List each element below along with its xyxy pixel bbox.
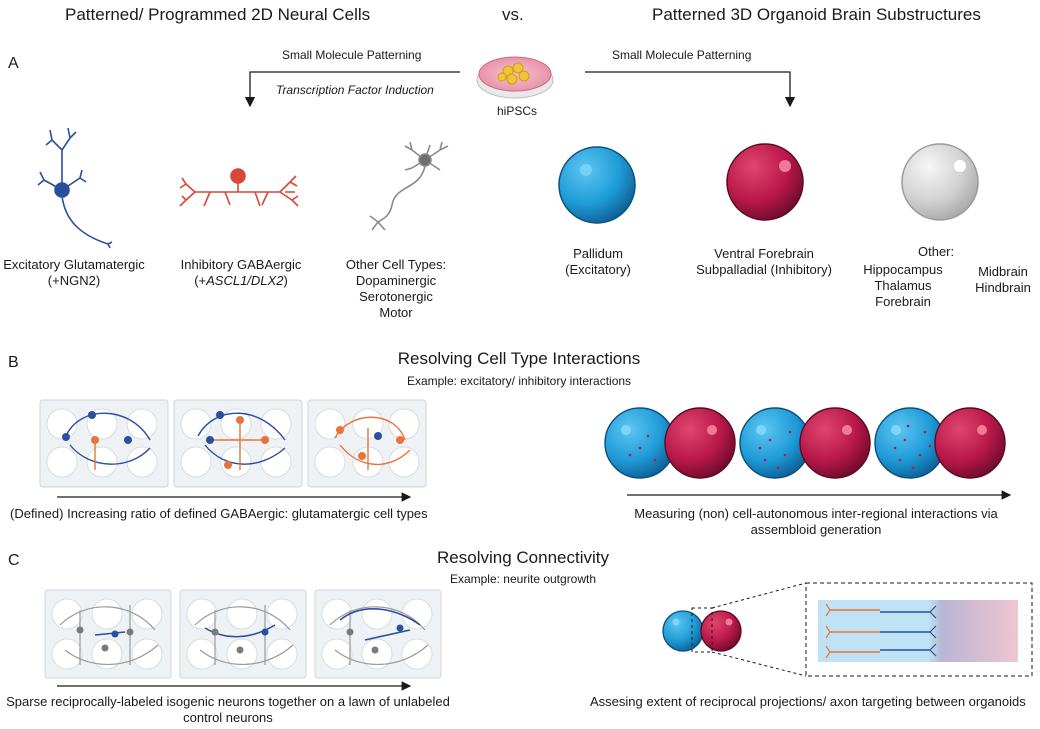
section-c-subtitle: Example: neurite outgrowth xyxy=(449,572,597,586)
other-neuron-icon xyxy=(369,141,449,231)
assembloid-red-dots xyxy=(628,424,932,470)
right-header-title: Patterned 3D Organoid Brain Substructure… xyxy=(652,5,981,24)
well-plate-c2 xyxy=(179,589,307,679)
well-plate-b2 xyxy=(173,399,303,488)
left-arrow-label-2: Transcription Factor Induction xyxy=(276,83,434,97)
hipsc-label: hiPSCs xyxy=(497,104,538,118)
assembloid-1 xyxy=(604,407,736,479)
hipsc-dish-icon xyxy=(476,56,554,99)
other-organoid xyxy=(901,143,979,221)
section-c-title: Resolving Connectivity xyxy=(437,548,609,567)
ventral-forebrain-label: Ventral Forebrain Subpalladial (Inhibito… xyxy=(696,246,832,277)
well-plate-b1 xyxy=(39,399,169,488)
assembloid-3 xyxy=(874,407,1006,479)
section-b-letter: B xyxy=(8,354,19,371)
section-c-left-caption: Sparse reciprocally-labeled isogenic neu… xyxy=(6,694,450,725)
right-patterning-arrow xyxy=(585,71,796,108)
excitatory-label: Excitatory Glutamatergic (+NGN2) xyxy=(3,257,145,288)
well-plate-b3 xyxy=(307,399,427,488)
well-plate-c1 xyxy=(44,589,172,679)
excitatory-neuron-icon xyxy=(37,127,113,249)
left-arrow-label: Small Molecule Patterning xyxy=(282,48,422,62)
assembloid-2 xyxy=(739,407,871,479)
right-arrow-label: Small Molecule Patterning xyxy=(612,48,752,62)
small-assembloid xyxy=(662,610,742,652)
section-b-left-caption: (Defined) Increasing ratio of defined GA… xyxy=(10,506,428,521)
left-patterning-arrow xyxy=(244,71,460,108)
section-c-right-caption: Assesing extent of reciprocal projection… xyxy=(590,694,1026,709)
inhibitory-neuron-icon xyxy=(179,168,299,207)
left-header-title: Patterned/ Programmed 2D Neural Cells xyxy=(65,5,371,24)
other-organoid-col2: Midbrain Hindbrain xyxy=(975,264,1031,295)
section-a-letter: A xyxy=(8,55,19,72)
zoom-inset xyxy=(805,582,1033,677)
other-cells-label: Other Cell Types: Dopaminergic Serotoner… xyxy=(345,257,447,320)
zoom-source-box xyxy=(691,607,713,653)
pallidum-organoid xyxy=(558,146,636,224)
well-plate-c3 xyxy=(314,589,442,679)
ventral-forebrain-organoid xyxy=(726,143,804,221)
vs-label: vs. xyxy=(502,5,524,24)
other-organoid-col1: Hippocampus Thalamus Forebrain xyxy=(863,262,943,309)
inhibitory-label: Inhibitory GABAergic (+ASCL1/DLX2) xyxy=(180,257,302,288)
pallidum-label: Pallidum (Excitatory) xyxy=(565,246,631,277)
other-organoid-title: Other: xyxy=(918,244,955,259)
section-b-right-caption: Measuring (non) cell-autonomous inter-re… xyxy=(634,506,998,537)
section-c-letter: C xyxy=(8,552,20,569)
section-b-subtitle: Example: excitatory/ inhibitory interact… xyxy=(406,374,632,388)
section-b-title: Resolving Cell Type Interactions xyxy=(397,349,641,368)
